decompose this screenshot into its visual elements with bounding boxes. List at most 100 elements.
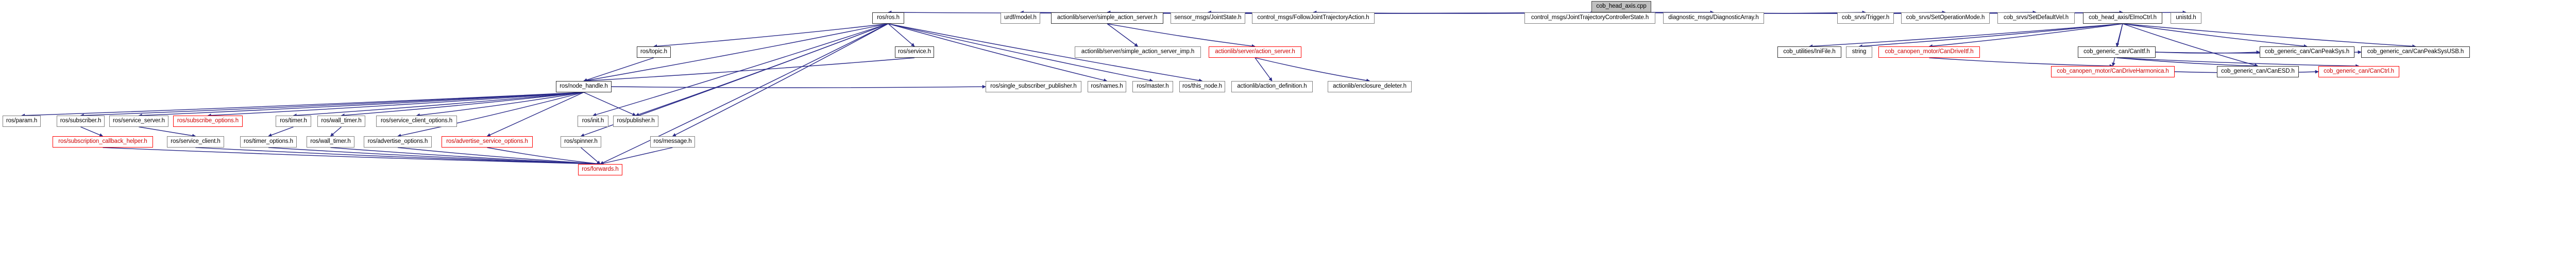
graph-node-ros-message-h[interactable]: ros/message.h <box>650 136 695 148</box>
graph-node-diagnostic-msgs-diagnosticarray-h[interactable]: diagnostic_msgs/DiagnosticArray.h <box>1663 12 1764 24</box>
graph-node-actionlib-server-simple-action-server-imp-h[interactable]: actionlib/server/simple_action_server_im… <box>1075 46 1201 58</box>
graph-node-label: actionlib/server/simple_action_server.h <box>1057 14 1158 21</box>
graph-node-control-msgs-jointtrajectorycontrollerstate-h[interactable]: control_msgs/JointTrajectoryControllerSt… <box>1524 12 1655 24</box>
graph-edge <box>1107 23 1256 48</box>
graph-node-ros-master-h[interactable]: ros/master.h <box>1132 81 1173 92</box>
graph-node-ros-forwards-h[interactable]: ros/forwards.h <box>578 164 622 175</box>
graph-node-cob-head-axis-elmoctrl-h[interactable]: cob_head_axis/ElmoCtrl.h <box>2083 12 2162 24</box>
graph-node-label: cob_utilities/IniFile.h <box>1783 48 1836 55</box>
graph-node-label: ros/advertise_options.h <box>367 138 428 145</box>
graph-node-urdf-model-h[interactable]: urdf/model.h <box>1001 12 1040 24</box>
graph-edge <box>672 23 889 137</box>
graph-node-ros-single-subscriber-publisher-h[interactable]: ros/single_subscriber_publisher.h <box>986 81 1081 92</box>
graph-node-ros-node-handle-h[interactable]: ros/node_handle.h <box>556 81 612 92</box>
graph-edge <box>330 147 601 166</box>
graph-node-control-msgs-followjointtrajectoryaction-h[interactable]: control_msgs/FollowJointTrajectoryAction… <box>1252 12 1375 24</box>
graph-node-label: ros/advertise_service_options.h <box>446 138 528 145</box>
graph-node-label: ros/subscribe_options.h <box>177 118 239 124</box>
graph-edge <box>2122 23 2416 48</box>
graph-node-cob-generic-can-canctrl-h[interactable]: cob_generic_can/CanCtrl.h <box>2318 66 2399 77</box>
graph-edge <box>195 147 601 166</box>
graph-node-cob-srvs-trigger-h[interactable]: cob_srvs/Trigger.h <box>1837 12 1894 24</box>
graph-node-label: cob_generic_can/CanCtrl.h <box>2324 68 2394 75</box>
graph-node-label: cob_canopen_motor/CanDriveHarmonica.h <box>2057 68 2169 75</box>
graph-node-label: ros/service_client.h <box>171 138 221 145</box>
graph-node-cob-utilities-inifile-h[interactable]: cob_utilities/IniFile.h <box>1777 46 1841 58</box>
graph-node-cob-generic-can-canesd-h[interactable]: cob_generic_can/CanESD.h <box>2217 66 2299 77</box>
graph-node-ros-param-h[interactable]: ros/param.h <box>3 116 41 127</box>
graph-node-label: ros/param.h <box>6 118 38 124</box>
graph-edge <box>1858 23 2123 48</box>
graph-edge <box>583 57 915 83</box>
graph-edge <box>341 92 584 117</box>
graph-node-ros-wall-timer-h[interactable]: ros/wall_timer.h <box>307 136 354 148</box>
graph-node-label: diagnostic_msgs/DiagnosticArray.h <box>1668 14 1759 21</box>
graph-node-ros-spinner-h[interactable]: ros/spinner.h <box>561 136 601 148</box>
graph-edge <box>635 23 889 117</box>
graph-edge <box>21 92 584 118</box>
graph-node-label: ros/ros.h <box>877 14 900 21</box>
graph-node-cob-srvs-setoperationmode-h[interactable]: cob_srvs/SetOperationMode.h <box>1901 12 1990 24</box>
graph-node-unistd-h[interactable]: unistd.h <box>2171 12 2201 24</box>
graph-node-cob-canopen-motor-candriveitf-h[interactable]: cob_canopen_motor/CanDriveItf.h <box>1878 46 1980 58</box>
graph-edge <box>397 92 584 138</box>
graph-node-ros-wall-timer-h[interactable]: ros/wall_timer.h <box>317 116 365 127</box>
graph-node-label: ros/names.h <box>1091 83 1123 90</box>
graph-node-label: unistd.h <box>2176 14 2196 21</box>
graph-node-ros-publisher-h[interactable]: ros/publisher.h <box>613 116 658 127</box>
graph-node-label: cob_generic_can/CanPeakSys.h <box>2264 48 2350 55</box>
graph-node-ros-service-h[interactable]: ros/service.h <box>895 46 934 58</box>
graph-edge <box>2122 23 2259 67</box>
graph-node-ros-names-h[interactable]: ros/names.h <box>1088 81 1126 92</box>
graph-node-cob-srvs-setdefaultvel-h[interactable]: cob_srvs/SetDefaultVel.h <box>1997 12 2075 24</box>
graph-node-cob-generic-can-canitf-h[interactable]: cob_generic_can/CanItf.h <box>2078 46 2156 58</box>
graph-node-ros-subscription-callback-helper-h[interactable]: ros/subscription_callback_helper.h <box>53 136 153 148</box>
graph-node-label: ros/subscriber.h <box>60 118 101 124</box>
graph-node-ros-ros-h[interactable]: ros/ros.h <box>872 12 904 24</box>
graph-node-ros-this-node-h[interactable]: ros/this_node.h <box>1179 81 1225 92</box>
graph-node-label: ros/wall_timer.h <box>310 138 351 145</box>
graph-node-ros-service-client-options-h[interactable]: ros/service_client_options.h <box>376 116 457 127</box>
graph-node-label: ros/service.h <box>898 48 931 55</box>
graph-node-ros-advertise-service-options-h[interactable]: ros/advertise_service_options.h <box>442 136 533 148</box>
graph-edge <box>2112 23 2123 67</box>
graph-node-label: cob_srvs/SetOperationMode.h <box>1906 14 1985 21</box>
graph-edge <box>80 92 584 118</box>
graph-node-cob-canopen-motor-candriveharmonica-h[interactable]: cob_canopen_motor/CanDriveHarmonica.h <box>2051 66 2175 77</box>
graph-node-ros-timer-options-h[interactable]: ros/timer_options.h <box>240 136 297 148</box>
graph-node-ros-init-h[interactable]: ros/init.h <box>578 116 608 127</box>
graph-node-label: cob_head_axis/ElmoCtrl.h <box>2089 14 2157 21</box>
graph-node-ros-service-client-h[interactable]: ros/service_client.h <box>167 136 224 148</box>
graph-edge <box>486 92 584 137</box>
graph-node-label: ros/timer_options.h <box>244 138 293 145</box>
graph-node-cob-generic-can-canpeaksys-h[interactable]: cob_generic_can/CanPeakSys.h <box>2260 46 2354 58</box>
graph-node-actionlib-action-definition-h[interactable]: actionlib/action_definition.h <box>1231 81 1313 92</box>
graph-edge <box>268 126 294 137</box>
graph-node-label: ros/this_node.h <box>1182 83 1223 90</box>
graph-node-ros-subscribe-options-h[interactable]: ros/subscribe_options.h <box>173 116 243 127</box>
graph-node-cob-head-axis-cpp[interactable]: cob_head_axis.cpp <box>1591 1 1651 12</box>
graph-edge <box>1255 57 1273 82</box>
graph-node-sensor-msgs-jointstate-h[interactable]: sensor_msgs/JointState.h <box>1171 12 1245 24</box>
graph-node-actionlib-enclosure-deleter-h[interactable]: actionlib/enclosure_deleter.h <box>1328 81 1412 92</box>
graph-node-cob-generic-can-canpeaksysusb-h[interactable]: cob_generic_can/CanPeakSysUSB.h <box>2361 46 2470 58</box>
graph-node-label: cob_generic_can/CanItf.h <box>2083 48 2150 55</box>
graph-node-label: string <box>1852 48 1867 55</box>
graph-node-label: ros/service_server.h <box>113 118 165 124</box>
graph-node-ros-subscriber-h[interactable]: ros/subscriber.h <box>57 116 105 127</box>
graph-node-label: cob_srvs/SetDefaultVel.h <box>2003 14 2069 21</box>
graph-node-string[interactable]: string <box>1846 46 1872 58</box>
graph-node-ros-timer-h[interactable]: ros/timer.h <box>276 116 311 127</box>
graph-node-ros-service-server-h[interactable]: ros/service_server.h <box>109 116 168 127</box>
graph-edge <box>583 92 636 116</box>
graph-edge <box>2122 23 2308 48</box>
graph-node-ros-topic-h[interactable]: ros/topic.h <box>637 46 671 58</box>
graph-node-actionlib-server-action-server-h[interactable]: actionlib/server/action_server.h <box>1209 46 1301 58</box>
graph-node-ros-advertise-options-h[interactable]: ros/advertise_options.h <box>364 136 432 148</box>
graph-node-label: ros/message.h <box>653 138 692 145</box>
graph-node-label: sensor_msgs/JointState.h <box>1174 14 1242 21</box>
graph-edge <box>1929 57 2113 68</box>
graph-node-actionlib-server-simple-action-server-h[interactable]: actionlib/server/simple_action_server.h <box>1051 12 1163 24</box>
